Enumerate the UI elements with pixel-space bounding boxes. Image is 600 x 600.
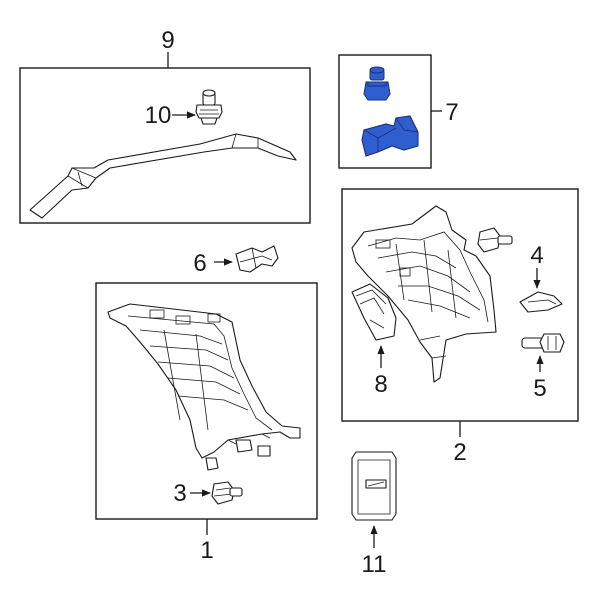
callout-9: 9	[161, 27, 174, 54]
callout-3: 3	[173, 480, 186, 507]
callout-4: 4	[530, 242, 543, 269]
callout-2: 2	[453, 439, 466, 466]
group-box-2: 2 8 4	[341, 188, 579, 466]
callout-8: 8	[374, 371, 387, 398]
part-clip-4	[519, 291, 563, 313]
callout-1: 1	[200, 537, 213, 564]
part-roof-garnish	[29, 133, 297, 219]
part-bolt-5	[521, 333, 565, 353]
callout-5: 5	[533, 375, 546, 402]
part-clip-3	[211, 481, 243, 505]
part-pillar-garnish-upper	[351, 205, 497, 383]
part-clip-7a	[363, 66, 391, 101]
callout-10: 10	[145, 102, 172, 129]
part-trim-8	[351, 283, 397, 341]
box-7-frame	[338, 54, 432, 169]
group-box-1: 1 3	[95, 282, 318, 564]
part-clip-6	[235, 245, 279, 273]
callout-7: 7	[445, 99, 458, 126]
callout-6: 6	[193, 250, 206, 277]
part-panel-11	[351, 451, 397, 521]
callout-11: 11	[362, 551, 387, 578]
part-clip-upper	[477, 227, 513, 253]
part-clip-10	[195, 89, 223, 125]
part-clip-7b	[361, 115, 419, 157]
group-box-9: 9 10	[19, 27, 311, 224]
group-box-7: 7	[338, 54, 459, 169]
part-pillar-garnish-lower	[107, 303, 301, 471]
